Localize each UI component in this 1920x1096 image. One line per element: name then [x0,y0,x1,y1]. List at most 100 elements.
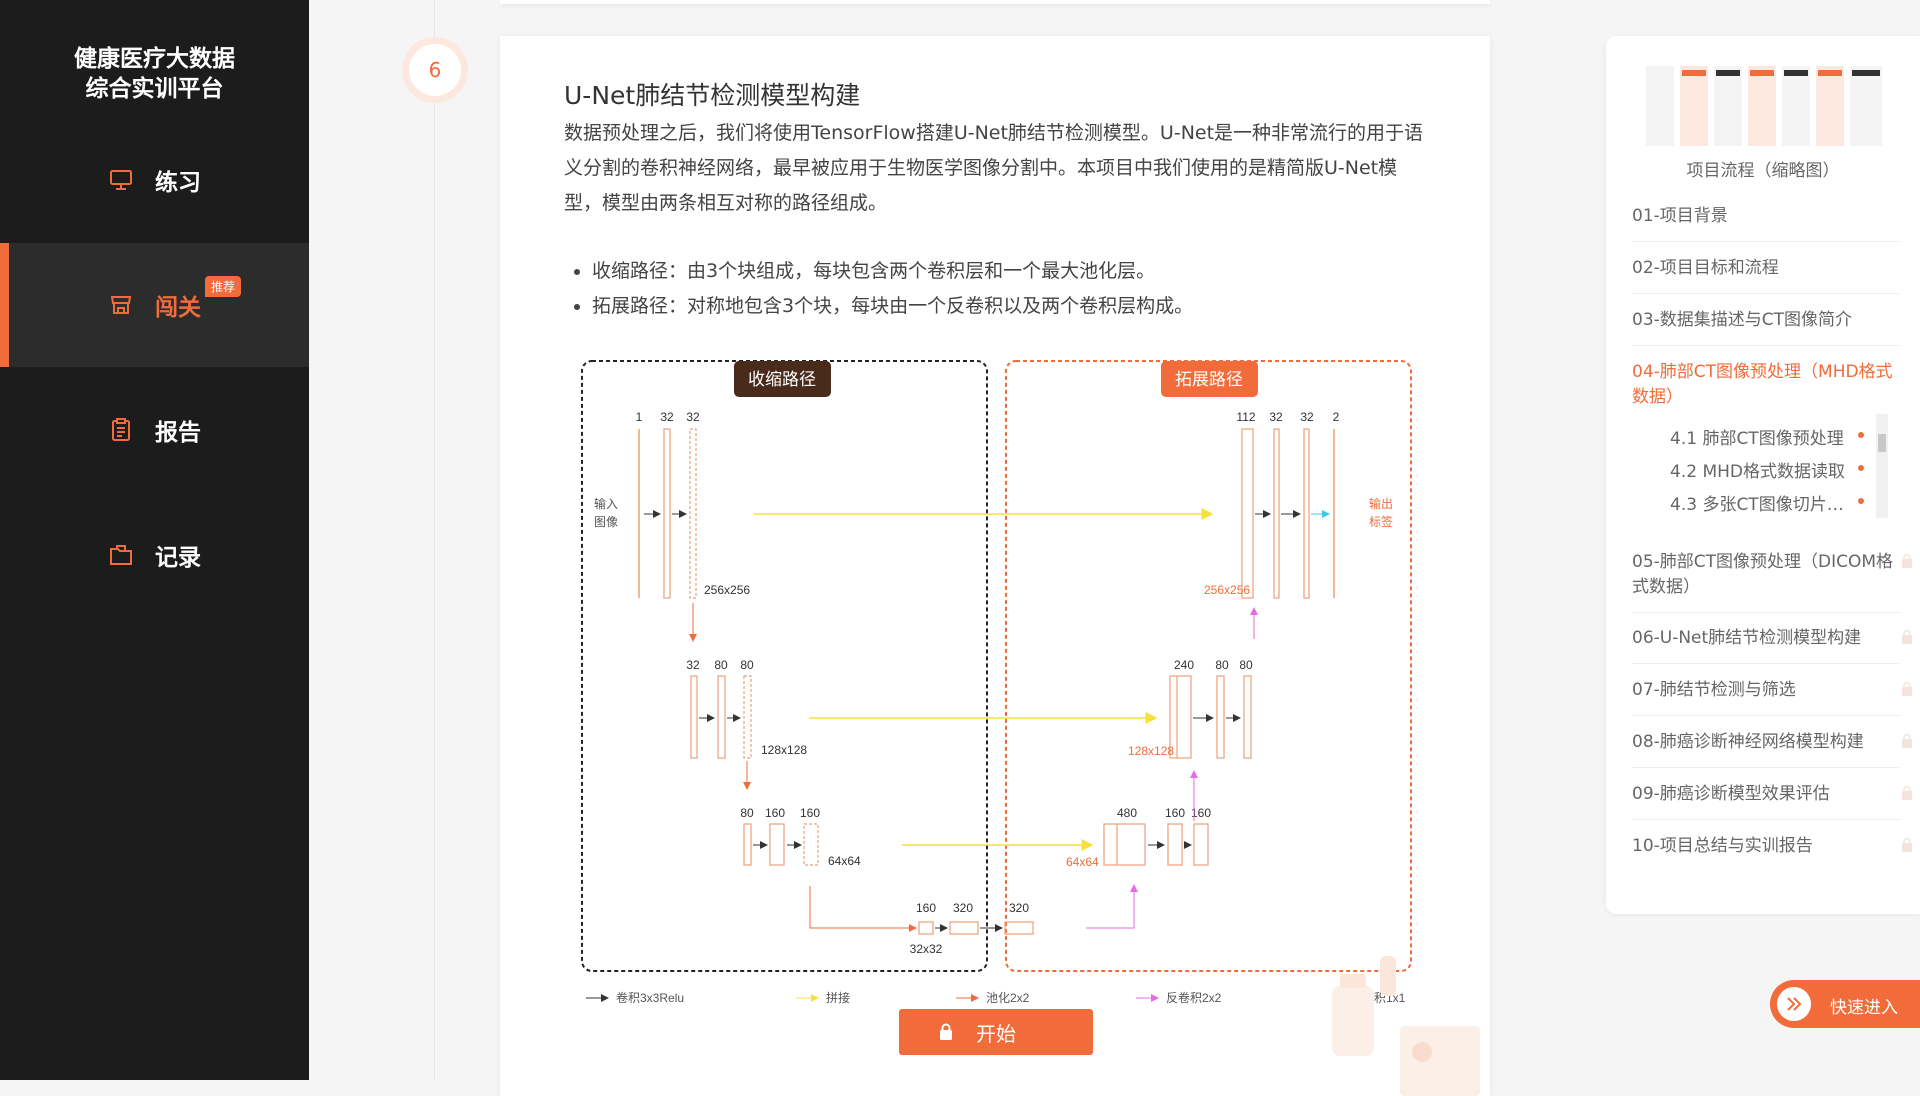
nav-report-label: 报告 [155,420,201,446]
toc-item-06-label: 06-U-Net肺结节检测模型构建 [1632,628,1862,648]
input-label-1: 输入 [594,496,618,511]
toc-sub-item-4-2[interactable]: 4.2 MHD格式数据读取 [1670,462,1845,482]
bullet-expanding: 拓展路径：对称地包含3个块，每块由一个反卷积以及两个卷积层构成。 [592,289,1434,324]
toc-item-02[interactable]: 02-项目目标和流程 [1632,256,1900,294]
toc-item-04[interactable]: 04-肺部CT图像预处理（MHD格式数据） [1632,362,1893,407]
b-ch-a: 160 [916,901,936,915]
sub-scrollbar[interactable] [1876,414,1888,518]
quick-enter-label: 快速进入 [1830,998,1898,1018]
l3-ch-c: 160 [800,806,820,820]
legend-conv: 卷积3x3Relu [616,990,684,1005]
lock-icon [1902,682,1912,696]
toc-item-09-label: 09-肺癌诊断模型效果评估 [1632,784,1830,804]
r1-ch-c: 32 [1300,410,1314,424]
toc-item-09[interactable]: 09-肺癌诊断模型效果评估 [1632,782,1912,820]
contracting-path-box [581,360,988,972]
l1-size: 256x256 [704,583,750,597]
bullet-contracting: 收缩路径：由3个块组成，每块包含两个卷积层和一个最大池化层。 [592,254,1434,289]
thumbnail-caption: 项目流程（缩略图） [1686,161,1840,181]
start-button-label: 开始 [976,1021,1016,1046]
l1-ch-a: 1 [636,410,643,424]
nav-records[interactable]: 记录 [0,493,309,617]
sub-item-dot [1858,432,1864,438]
r1-ch-d: 2 [1333,410,1340,424]
shop-icon [110,296,132,314]
lock-icon [1902,630,1912,644]
output-label-2: 标签 [1369,514,1393,529]
lock-icon [1902,786,1912,800]
toc-item-07[interactable]: 07-肺结节检测与筛选 [1632,678,1912,716]
contracting-title: 收缩路径 [748,370,816,389]
medical-illustration [1332,956,1480,1096]
r3-ch-a: 480 [1117,806,1137,820]
l2-ch-c: 80 [740,658,754,672]
r1-ch-b: 32 [1269,410,1283,424]
monitor-icon [110,170,132,190]
toc-panel: 项目流程（缩略图） 01-项目背景 02-项目目标和流程 03-数据集描述与CT… [1606,36,1920,914]
sub-item-dot [1858,465,1864,471]
r3-ch-c: 160 [1191,806,1211,820]
l2-size: 128x128 [761,743,807,757]
toc-sub-item-4-1[interactable]: 4.1 肺部CT图像预处理 [1670,429,1844,449]
toc-sub-item-4-3[interactable]: 4.3 多张CT图像切片处理 [1670,495,1860,515]
b-ch-c: 320 [1009,901,1029,915]
nav-challenge[interactable]: 闯关 推荐 [0,243,309,367]
legend-concat: 拼接 [826,990,850,1005]
scrollbar-thumb[interactable] [1878,434,1886,452]
double-chevron-right-icon [1777,987,1811,1021]
clipboard-icon [112,418,130,441]
legend-pool: 池化2x2 [986,991,1030,1005]
contracting-title-tag [734,361,831,397]
timeline-line [434,0,435,1080]
l3-size: 64x64 [828,854,861,868]
unet-diagram: 收缩路径 拓展路径 1 32 32 输入 图像 256x256 32 80 80… [581,360,1412,1005]
brand-line-2: 综合实训平台 [85,76,224,102]
toc-item-05-label: 05-肺部CT图像预处理（DICOM格式数据） [1632,552,1894,597]
lock-icon [940,1023,952,1040]
legend-deconv: 反卷积2x2 [1166,990,1222,1005]
expanding-title-tag [1161,361,1258,397]
sub-item-dot [1858,498,1864,504]
step-number: 6 [409,44,461,96]
section-title: U-Net肺结节检测模型构建 [564,81,861,110]
expanding-path-box [1005,360,1412,972]
nav-practice[interactable]: 练习 [0,118,309,242]
toc-item-07-label: 07-肺结节检测与筛选 [1632,680,1796,700]
r2-ch-a: 240 [1174,658,1194,672]
l3-ch-a: 80 [740,806,754,820]
toc-item-05[interactable]: 05-肺部CT图像预处理（DICOM格式数据） [1632,550,1912,613]
start-button[interactable]: 开始 [899,1009,1093,1055]
b-size: 32x32 [910,942,943,956]
l2-ch-a: 32 [686,658,700,672]
lock-icon [1902,838,1912,852]
toc-item-01[interactable]: 01-项目背景 [1632,204,1900,242]
sidebar: 健康医疗大数据 综合实训平台 练习 闯关 推荐 报告 记录 [0,0,309,1080]
bullet-list: 收缩路径：由3个块组成，每块包含两个卷积层和一个最大池化层。 拓展路径：对称地包… [564,254,1434,324]
folder-icon [110,545,132,565]
nav-report[interactable]: 报告 [0,368,309,492]
content-card: U-Net肺结节检测模型构建 数据预处理之后，我们将使用TensorFlow搭建… [500,36,1490,1096]
l1-ch-c: 32 [686,410,700,424]
lock-icon [1902,734,1912,748]
flow-thumbnail[interactable] [1646,66,1886,146]
toc-item-03[interactable]: 03-数据集描述与CT图像简介 [1632,308,1900,346]
b-ch-b: 320 [953,901,973,915]
quick-enter-button[interactable]: 快速进入 [1770,980,1920,1028]
l1-ch-b: 32 [660,410,674,424]
toc-item-06[interactable]: 06-U-Net肺结节检测模型构建 [1632,626,1912,664]
toc-item-08[interactable]: 08-肺癌诊断神经网络模型构建 [1632,730,1912,768]
nav-practice-label: 练习 [155,170,201,196]
r1-size: 256x256 [1204,583,1250,597]
toc-item-08-label: 08-肺癌诊断神经网络模型构建 [1632,732,1864,752]
r3-ch-b: 160 [1165,806,1185,820]
brand-title: 健康医疗大数据 综合实训平台 [0,44,309,104]
r1-ch-a: 112 [1236,410,1255,424]
previous-card-edge [500,0,1490,4]
toc-item-10[interactable]: 10-项目总结与实训报告 [1632,834,1912,871]
output-label-1: 输出 [1369,496,1393,511]
r2-ch-b: 80 [1215,658,1229,672]
r3-size: 64x64 [1066,855,1099,869]
r2-size: 128x128 [1128,744,1174,758]
l3-ch-b: 160 [765,806,785,820]
brand-line-1: 健康医疗大数据 [74,46,235,72]
